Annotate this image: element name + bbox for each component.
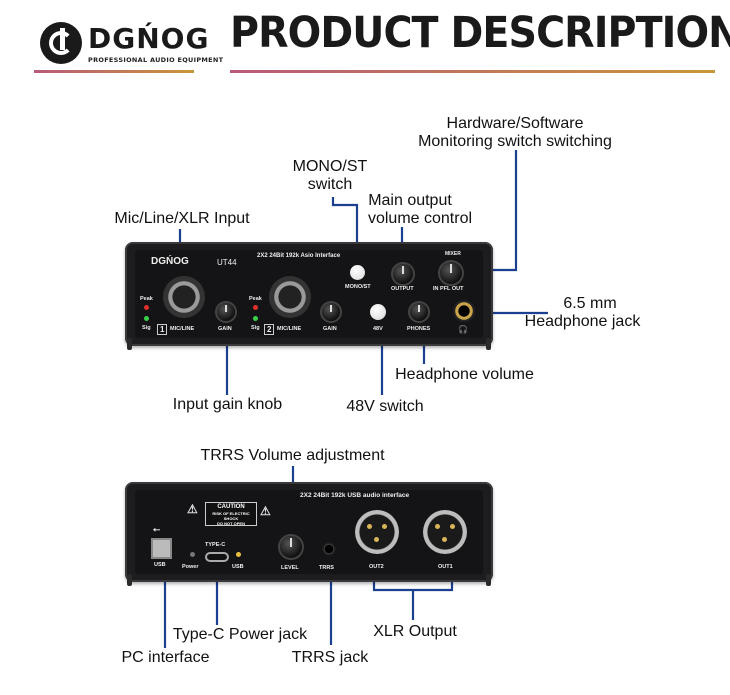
xlr-pin bbox=[382, 524, 387, 529]
front-mixer: MIXER bbox=[445, 251, 461, 257]
xlr-pin bbox=[435, 524, 440, 529]
front-sig-1: Sig bbox=[142, 325, 151, 331]
sig-led-2 bbox=[253, 316, 258, 321]
label-trrs-jack: TRRS jack bbox=[291, 649, 369, 666]
type-c-port[interactable] bbox=[205, 552, 229, 562]
caution-sub1: RISK OF ELECTRIC SHOCK bbox=[212, 511, 250, 521]
phantom-48v-switch[interactable] bbox=[370, 304, 386, 320]
headphone-volume-knob[interactable] bbox=[410, 303, 428, 321]
front-peak-1: Peak bbox=[140, 296, 153, 302]
front-mono-st: MONO/ST bbox=[345, 284, 371, 290]
back-foot-right bbox=[486, 574, 491, 586]
label-hw-sw-line1: Hardware/Software bbox=[446, 115, 584, 132]
back-foot-left bbox=[127, 574, 132, 586]
label-hw-sw-line2: Monitoring switch switching bbox=[418, 133, 612, 150]
headphone-jack[interactable] bbox=[453, 300, 475, 322]
back-out1: OUT1 bbox=[438, 564, 453, 570]
xlr-pin bbox=[374, 537, 379, 542]
front-model: UT44 bbox=[217, 258, 237, 267]
monitor-mix-knob[interactable] bbox=[440, 262, 462, 284]
front-foot-right bbox=[486, 338, 491, 350]
warning-icon-2: ⚠ bbox=[260, 504, 271, 518]
device-back-panel: 2X2 24Bit 192k USB audio interface ⚠ CAU… bbox=[125, 482, 493, 586]
output-volume-knob[interactable] bbox=[393, 264, 413, 284]
usb-b-port[interactable] bbox=[151, 538, 172, 559]
label-mic-input: Mic/Line/XLR Input bbox=[114, 210, 250, 227]
page-title: PRODUCT DESCRIPTION bbox=[230, 8, 730, 58]
gain-knob-2[interactable] bbox=[322, 303, 340, 321]
peak-led-2 bbox=[253, 305, 258, 310]
label-xlr-output: XLR Output bbox=[373, 623, 457, 640]
label-main-out-line2: volume control bbox=[367, 210, 473, 227]
front-output: OUTPUT bbox=[391, 286, 414, 292]
label-type-c-power: Type-C Power jack bbox=[172, 626, 308, 643]
mic-xlr-input-2[interactable] bbox=[269, 276, 311, 318]
brand-name: DGŃOG bbox=[88, 22, 210, 55]
front-brand: DGŃOG bbox=[151, 256, 189, 267]
sig-led-1 bbox=[144, 316, 149, 321]
label-hp-volume: Headphone volume bbox=[395, 366, 534, 383]
front-phones: PHONES bbox=[407, 326, 431, 332]
brand-tagline: PROFESSIONAL AUDIO EQUIPMENT bbox=[88, 56, 224, 64]
gain-knob-1[interactable] bbox=[217, 303, 235, 321]
label-main-out-line1: Main output bbox=[368, 192, 452, 209]
back-spec: 2X2 24Bit 192k USB audio interface bbox=[300, 492, 410, 499]
front-sig-2: Sig bbox=[251, 325, 260, 331]
back-usb-led: USB bbox=[232, 564, 244, 570]
warning-icon: ⚠ bbox=[187, 502, 198, 516]
mic-xlr-input-1[interactable] bbox=[163, 276, 205, 318]
xlr-pin bbox=[450, 524, 455, 529]
front-gain-2: GAIN bbox=[323, 326, 337, 332]
brand-logo-icon bbox=[40, 22, 82, 64]
back-usb: USB bbox=[154, 562, 166, 568]
xlr-pin bbox=[367, 524, 372, 529]
front-48v: 48V bbox=[373, 326, 383, 332]
xlr-output-1[interactable] bbox=[423, 510, 467, 554]
caution-title: CAUTION bbox=[217, 504, 245, 510]
back-out2: OUT2 bbox=[369, 564, 384, 570]
label-mono-line2: switch bbox=[307, 176, 353, 193]
power-led bbox=[190, 552, 195, 557]
front-gain-1: GAIN bbox=[218, 326, 232, 332]
channel-number-2: 2 bbox=[264, 324, 275, 335]
trrs-jack[interactable] bbox=[322, 542, 336, 556]
front-in-pfl-out: IN PFL OUT bbox=[433, 286, 464, 292]
caution-sub2: DO NOT OPEN bbox=[216, 521, 245, 526]
title-underline bbox=[230, 70, 715, 73]
channel-number-1: 1 bbox=[157, 324, 168, 335]
back-power: Power bbox=[182, 564, 199, 570]
mono-st-switch[interactable] bbox=[350, 265, 365, 280]
back-trrs: TRRS bbox=[319, 565, 334, 571]
label-mono-line1: MONO/ST bbox=[292, 158, 368, 175]
brand-underline bbox=[34, 70, 194, 73]
front-foot-left bbox=[127, 338, 132, 350]
usb-led bbox=[236, 552, 241, 557]
label-48v-switch: 48V switch bbox=[346, 398, 424, 415]
label-gain-knob: Input gain knob bbox=[172, 396, 283, 413]
peak-led-1 bbox=[144, 305, 149, 310]
back-level: LEVEL bbox=[281, 565, 299, 571]
front-mic-line-1: MIC/LINE bbox=[170, 326, 195, 332]
caution-label: CAUTION RISK OF ELECTRIC SHOCK DO NOT OP… bbox=[205, 502, 257, 526]
label-hp-jack-line1: 6.5 mm bbox=[563, 295, 617, 312]
back-type-c: TYPE-C bbox=[205, 542, 226, 548]
front-spec: 2X2 24Bit 192k Asio Interface bbox=[257, 253, 341, 259]
device-front-panel: DGŃOG UT44 2X2 24Bit 192k Asio Interface… bbox=[125, 242, 493, 350]
xlr-pin bbox=[442, 537, 447, 542]
trrs-level-knob[interactable] bbox=[280, 536, 302, 558]
xlr-output-2[interactable] bbox=[355, 510, 399, 554]
headphone-icon: 🎧 bbox=[458, 325, 468, 334]
label-hp-jack-line2: Headphone jack bbox=[524, 313, 641, 330]
usb-icon: ⭠ bbox=[153, 524, 161, 534]
front-mic-line-2: MIC/LINE bbox=[277, 326, 302, 332]
front-peak-2: Peak bbox=[249, 296, 262, 302]
label-trrs-volume: TRRS Volume adjustment bbox=[200, 447, 385, 464]
label-pc-interface: PC interface bbox=[121, 649, 210, 666]
